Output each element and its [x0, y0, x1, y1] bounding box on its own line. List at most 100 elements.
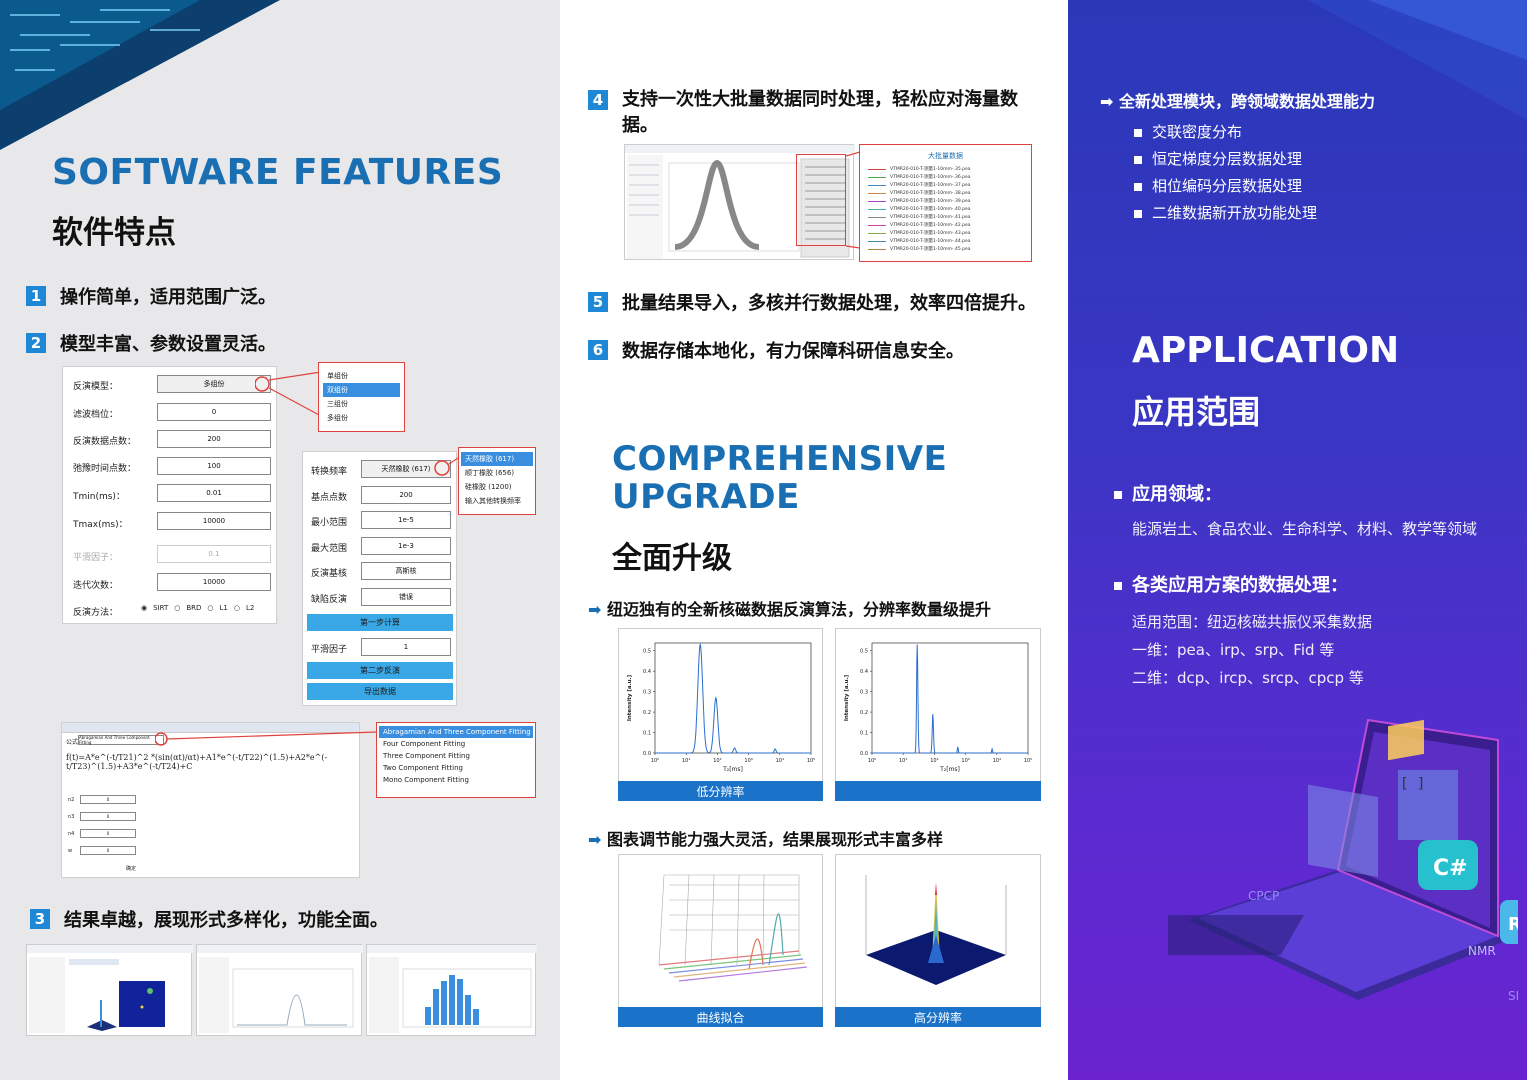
form-label: 反演方法： — [73, 608, 119, 618]
batch-file-row: VTMR20-010-T-测量1-10mm-.35.pea — [868, 165, 1023, 173]
smooth-input[interactable]: 0.1 — [157, 545, 271, 563]
upgrade-title-en-1: COMPREHENSIVE — [612, 439, 948, 479]
conversion-settings-form: 转换频率 天然橡胶 (617) 基点点数 200 最小范围 1e-5 最大范围 … — [302, 451, 457, 706]
high-resolution-3d-chart — [835, 854, 1041, 1026]
result-screenshot-3 — [366, 944, 537, 1036]
feature-text: 数据存储本地化，有力保障科研信息安全。 — [622, 341, 964, 362]
result-screenshot-1 — [26, 944, 193, 1036]
batch-file-name: VTMR20-010-T-测量1-10mm-.44.pea — [890, 239, 971, 244]
step2-button[interactable]: 第二步反演 — [307, 662, 453, 679]
upgrade-point-1: ➡ 纽迈独有的全新核磁数据反演算法，分辨率数量级提升 — [588, 600, 991, 619]
form-label: 迭代次数： — [73, 581, 119, 591]
series-color-swatch — [868, 232, 886, 234]
param-label: n2 — [68, 797, 75, 803]
relax-points-input[interactable]: 100 — [157, 457, 271, 475]
callout-line — [255, 371, 322, 417]
callout-line — [155, 731, 378, 746]
smooth-factor-select[interactable]: 1 — [361, 638, 451, 656]
laptop-illustration: [ ] C# R NMR SRCP CPCP — [1168, 718, 1518, 1003]
batch-file-name: VTMR20-010-T-测量1-10mm-.40.pea — [890, 207, 971, 212]
x-tick-label: 10¹ — [682, 758, 690, 764]
x-tick-label: 10⁰ — [868, 758, 876, 764]
max-range-select[interactable]: 1e-3 — [361, 537, 451, 555]
result-screenshot-2 — [196, 944, 363, 1036]
param-input[interactable]: 0 — [80, 846, 136, 855]
arrow-icon: ➡ — [588, 600, 607, 619]
tmin-input[interactable]: 0.01 — [157, 484, 271, 502]
method-radios[interactable]: ◉SIRT○BRD○L1○L2 — [141, 604, 255, 612]
batch-file-row: VTMR20-010-T-测量1-10mm-.37.pea — [868, 181, 1023, 189]
batch-file-name: VTMR20-010-T-测量1-10mm-.37.pea — [890, 183, 971, 188]
dropdown-option[interactable]: 多组份 — [327, 414, 348, 422]
kernel-select[interactable]: 高斯核 — [361, 562, 451, 580]
batch-file-row: VTMR20-010-T-测量1-10mm-.39.pea — [868, 197, 1023, 205]
batch-software-screenshot — [624, 144, 855, 260]
spectrum-line — [872, 644, 1028, 754]
x-tick-label: 10¹ — [899, 758, 907, 764]
form-label: 滤波档位： — [73, 410, 119, 420]
dropdown-option[interactable]: Abragamian And Three Component Fitting — [379, 726, 533, 738]
form-label: 平滑因子 — [311, 645, 348, 655]
batch-file-row: VTMR20-010-T-测量1-10mm-.45.pea — [868, 245, 1023, 253]
batch-file-name: VTMR20-010-T-测量1-10mm-.45.pea — [890, 247, 971, 252]
basepoints-input[interactable]: 200 — [361, 486, 451, 504]
y-tick-label: 0.5 — [860, 649, 868, 655]
dropdown-option[interactable]: 单组份 — [327, 372, 348, 380]
data-points-input[interactable]: 200 — [157, 430, 271, 448]
low-resolution-caption: 低分辨率 — [618, 781, 823, 801]
frequency-select[interactable]: 天然橡胶 (617) — [361, 460, 451, 478]
dropdown-option[interactable]: Four Component Fitting — [383, 740, 466, 748]
ok-button[interactable]: 确定 — [126, 866, 137, 872]
dropdown-option[interactable]: Mono Component Fitting — [383, 776, 469, 784]
param-label: n4 — [68, 831, 75, 837]
dropdown-option[interactable]: 输入其他转换频率 — [465, 497, 521, 505]
dropdown-option[interactable]: 顺丁橡胶 (656) — [465, 469, 515, 477]
filter-input[interactable]: 0 — [157, 403, 271, 421]
y-axis-label: Intensity [a.u.] — [844, 674, 850, 721]
form-label: 基点点数 — [311, 493, 348, 503]
application-title-zh: 应用范围 — [1132, 393, 1261, 431]
iterations-input[interactable]: 10000 — [157, 573, 271, 591]
batch-file-row: VTMR20-010-T-测量1-10mm-.42.pea — [868, 221, 1023, 229]
batch-file-name: VTMR20-010-T-测量1-10mm-.43.pea — [890, 231, 971, 236]
dropdown-option[interactable]: 天然橡胶 (617) — [461, 452, 533, 466]
param-input[interactable]: 0 — [80, 812, 136, 821]
dropdown-option[interactable]: 三组份 — [327, 400, 348, 408]
formula-select[interactable]: Abragamian And Three Component Fitting — [78, 735, 164, 745]
batch-file-row: VTMR20-010-T-测量1-10mm-.44.pea — [868, 237, 1023, 245]
defect-select[interactable]: 错误 — [361, 588, 451, 606]
dropdown-option[interactable]: 硅橡胶 (1200) — [465, 483, 512, 491]
step1-button[interactable]: 第一步计算 — [307, 614, 453, 631]
curve-fitting-caption: 曲线拟合 — [618, 1007, 823, 1027]
series-color-swatch — [868, 216, 886, 218]
plan-line: 二维：dcp、ircp、srcp、cpcp 等 — [1132, 669, 1364, 687]
upgrade-point-2: ➡ 图表调节能力强大灵活，结果展现形式丰富多样 — [588, 830, 943, 849]
feature-text: 结果卓越，展现形式多样化，功能全面。 — [64, 910, 388, 931]
tmax-input[interactable]: 10000 — [157, 512, 271, 530]
form-label: 最小范围 — [311, 518, 348, 528]
tech-corner-image — [0, 0, 280, 150]
formula-window: 公式： Abragamian And Three Component Fitti… — [61, 722, 360, 878]
param-input[interactable]: 0 — [80, 795, 136, 804]
dropdown-option[interactable]: Two Component Fitting — [383, 764, 463, 772]
right-panel: ➡ 全新处理模块，跨领域数据处理能力 交联密度分布 恒定梯度分层数据处理 相位编… — [1068, 0, 1527, 1080]
x-tick-label: 10⁵ — [1024, 758, 1032, 764]
series-color-swatch — [868, 224, 886, 226]
decorative-shapes — [1308, 0, 1527, 120]
batch-file-row: VTMR20-010-T-测量1-10mm-.41.pea — [868, 213, 1023, 221]
min-range-select[interactable]: 1e-5 — [361, 511, 451, 529]
y-axis-label: Intensity [a.u.] — [627, 674, 633, 721]
dropdown-option[interactable]: Three Component Fitting — [383, 752, 470, 760]
section-title-zh: 软件特点 — [52, 215, 176, 251]
feature-6: 6 数据存储本地化，有力保障科研信息安全。 — [588, 337, 964, 363]
dropdown-option[interactable]: 双组份 — [323, 383, 400, 397]
form-label: 转换频率 — [311, 467, 348, 477]
plan-line: 适用范围：纽迈核磁共振仪采集数据 — [1132, 613, 1373, 631]
model-select[interactable]: 多组份 — [157, 375, 271, 393]
batch-file-name: VTMR20-010-T-测量1-10mm-.39.pea — [890, 199, 971, 204]
export-button[interactable]: 导出数据 — [307, 683, 453, 700]
formula-label: 公式： — [66, 739, 85, 746]
param-input[interactable]: 0 — [80, 829, 136, 838]
